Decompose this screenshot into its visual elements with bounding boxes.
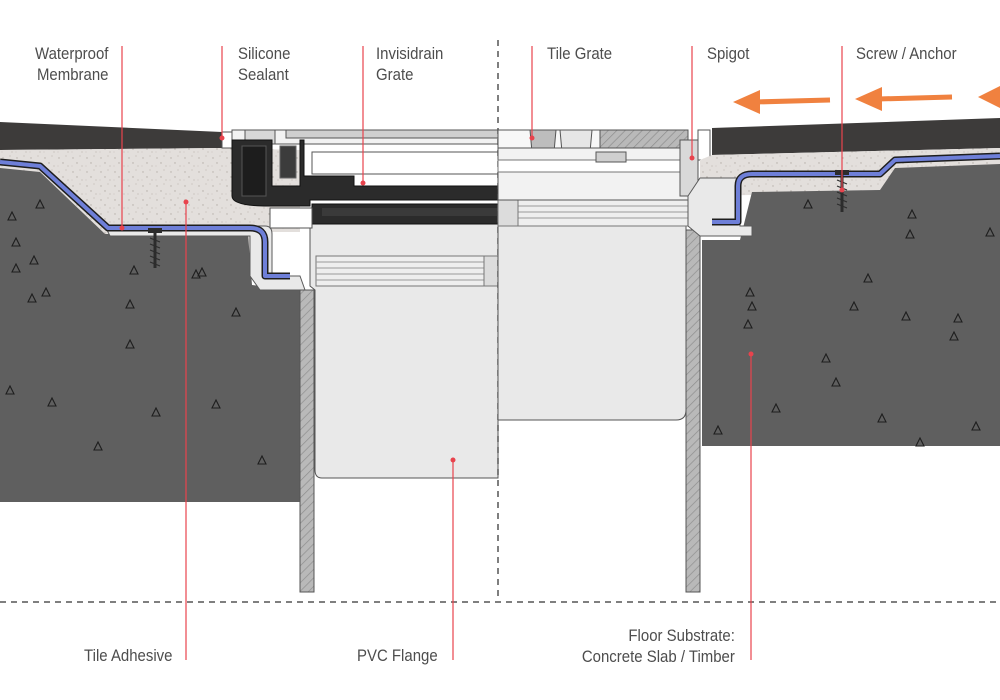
left-tile xyxy=(0,122,222,150)
label-screw-anchor: Screw / Anchor xyxy=(856,44,957,63)
label-floor-substrate-line1: Floor Substrate: xyxy=(628,626,735,645)
flow-arrow-3-icon xyxy=(978,86,1000,108)
right-tile xyxy=(712,118,1000,155)
flow-arrow-2-icon xyxy=(855,87,953,111)
left-pvc-flange-step xyxy=(104,225,306,291)
label-silicone-sealant: Silicone Sealant xyxy=(238,43,290,85)
pvc-flange-body xyxy=(309,223,499,479)
right-pipe-wall xyxy=(685,229,701,593)
left-concrete-slab xyxy=(0,168,300,502)
label-silicone-sealant-line1: Silicone xyxy=(238,44,291,63)
label-waterproof-membrane: Waterproof Membrane xyxy=(35,43,108,85)
label-floor-substrate-line2: Concrete Slab / Timber xyxy=(582,647,735,666)
right-flange-body xyxy=(497,219,687,421)
right-concrete-slab xyxy=(702,164,1000,446)
label-tile-adhesive: Tile Adhesive xyxy=(83,646,172,665)
label-spigot: Spigot xyxy=(707,44,750,63)
label-invisidrain-grate-line2: Grate xyxy=(376,65,414,84)
label-tile-grate: Tile Grate xyxy=(547,44,613,63)
grate-dark-frame xyxy=(231,139,499,207)
label-silicone-sealant-line2: Sealant xyxy=(238,65,289,84)
label-waterproof-membrane-line2: Membrane xyxy=(36,65,108,84)
label-invisidrain-grate: Invisidrain Grate xyxy=(376,43,443,85)
label-floor-substrate: Floor Substrate: Concrete Slab / Timber xyxy=(582,625,735,667)
left-screw-icon xyxy=(148,228,162,268)
flow-arrow-1-icon xyxy=(733,90,831,114)
leader-dots xyxy=(119,135,845,463)
left-pipe-wall xyxy=(299,289,315,593)
label-waterproof-membrane-line1: Waterproof xyxy=(34,44,108,63)
leader-lines xyxy=(121,46,843,660)
label-invisidrain-grate-line1: Invisidrain xyxy=(376,44,444,63)
label-pvc-flange: PVC Flange xyxy=(357,646,438,665)
